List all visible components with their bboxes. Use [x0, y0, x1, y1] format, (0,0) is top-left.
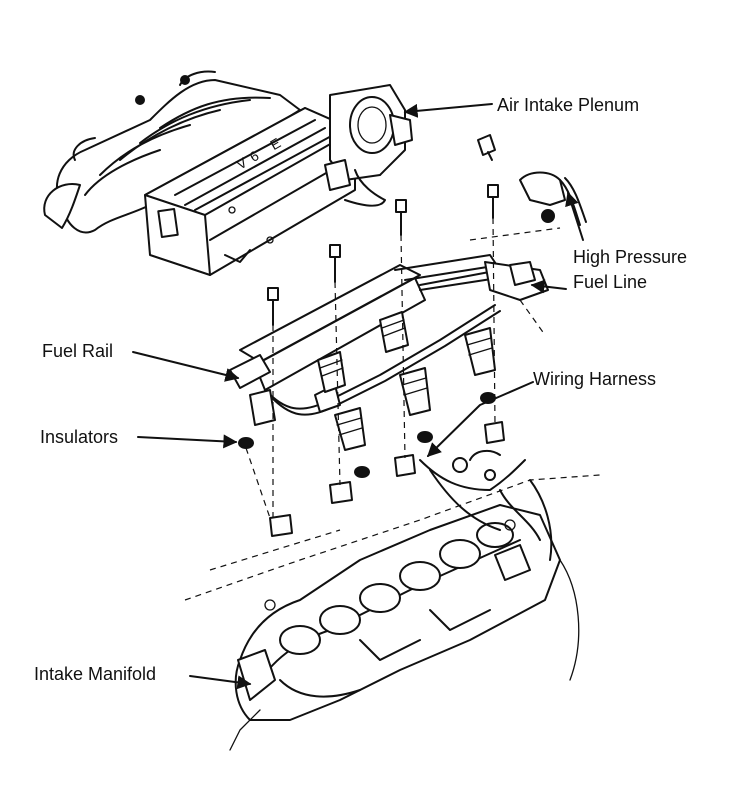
fuel-injector	[379, 311, 409, 353]
label-air-intake-plenum: Air Intake Plenum	[497, 95, 640, 115]
label-insulators: Insulators	[40, 427, 119, 447]
label-fuel-rail: Fuel Rail	[42, 341, 114, 361]
label-high-pressure: High Pressure	[573, 247, 688, 267]
air-intake-plenum-part: V6 E	[43, 70, 413, 276]
alignment-lines	[245, 217, 561, 519]
wiring-harness-part	[419, 449, 526, 531]
mounting-bolts	[267, 184, 499, 326]
high-pressure-fuel-line-fitting	[477, 134, 587, 226]
label-fuel-line: Fuel Line	[573, 272, 648, 292]
fuel-injector	[464, 327, 496, 376]
insulators-part	[238, 392, 505, 537]
fuel-injector	[317, 351, 346, 393]
leader-lines	[132, 103, 584, 690]
fuel-injector	[334, 407, 366, 451]
intake-manifold-part	[184, 474, 601, 751]
fuel-injector	[249, 389, 276, 426]
fuel-rail-part	[229, 254, 549, 451]
fuel-injector	[399, 367, 431, 416]
label-intake-manifold: Intake Manifold	[34, 664, 157, 684]
label-wiring-harness: Wiring Harness	[533, 369, 657, 389]
